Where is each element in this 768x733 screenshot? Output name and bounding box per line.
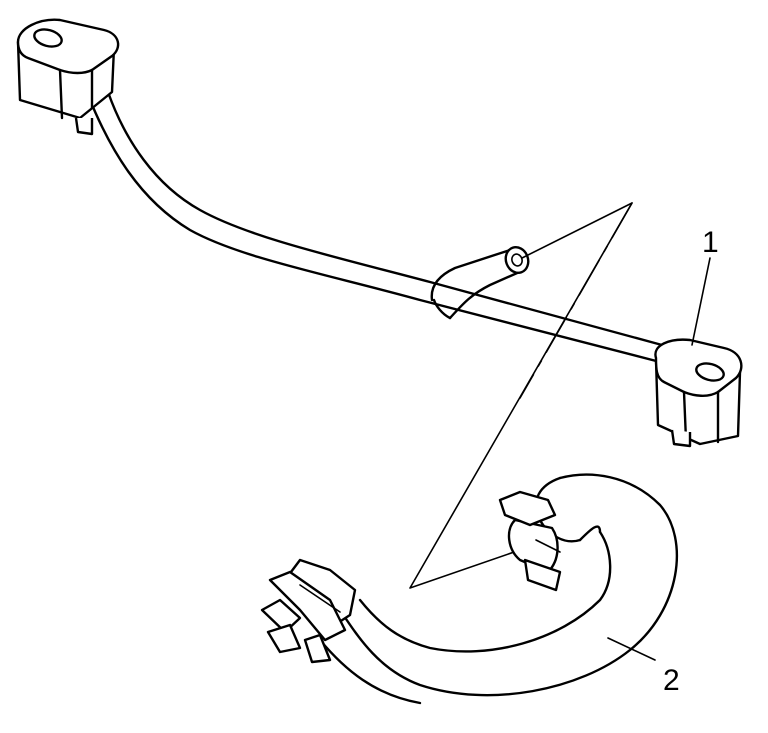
right-mounting-block	[654, 338, 743, 448]
fuel-hose	[260, 473, 679, 705]
callout-2: 2	[663, 664, 680, 697]
fuel-pipe	[86, 90, 664, 364]
callout-1: 1	[702, 226, 719, 259]
leader-line-1	[691, 257, 711, 346]
detail-view-lines	[409, 202, 633, 589]
left-mounting-block	[16, 18, 120, 136]
leader-lines	[607, 257, 711, 661]
leader-line-2	[607, 637, 656, 661]
